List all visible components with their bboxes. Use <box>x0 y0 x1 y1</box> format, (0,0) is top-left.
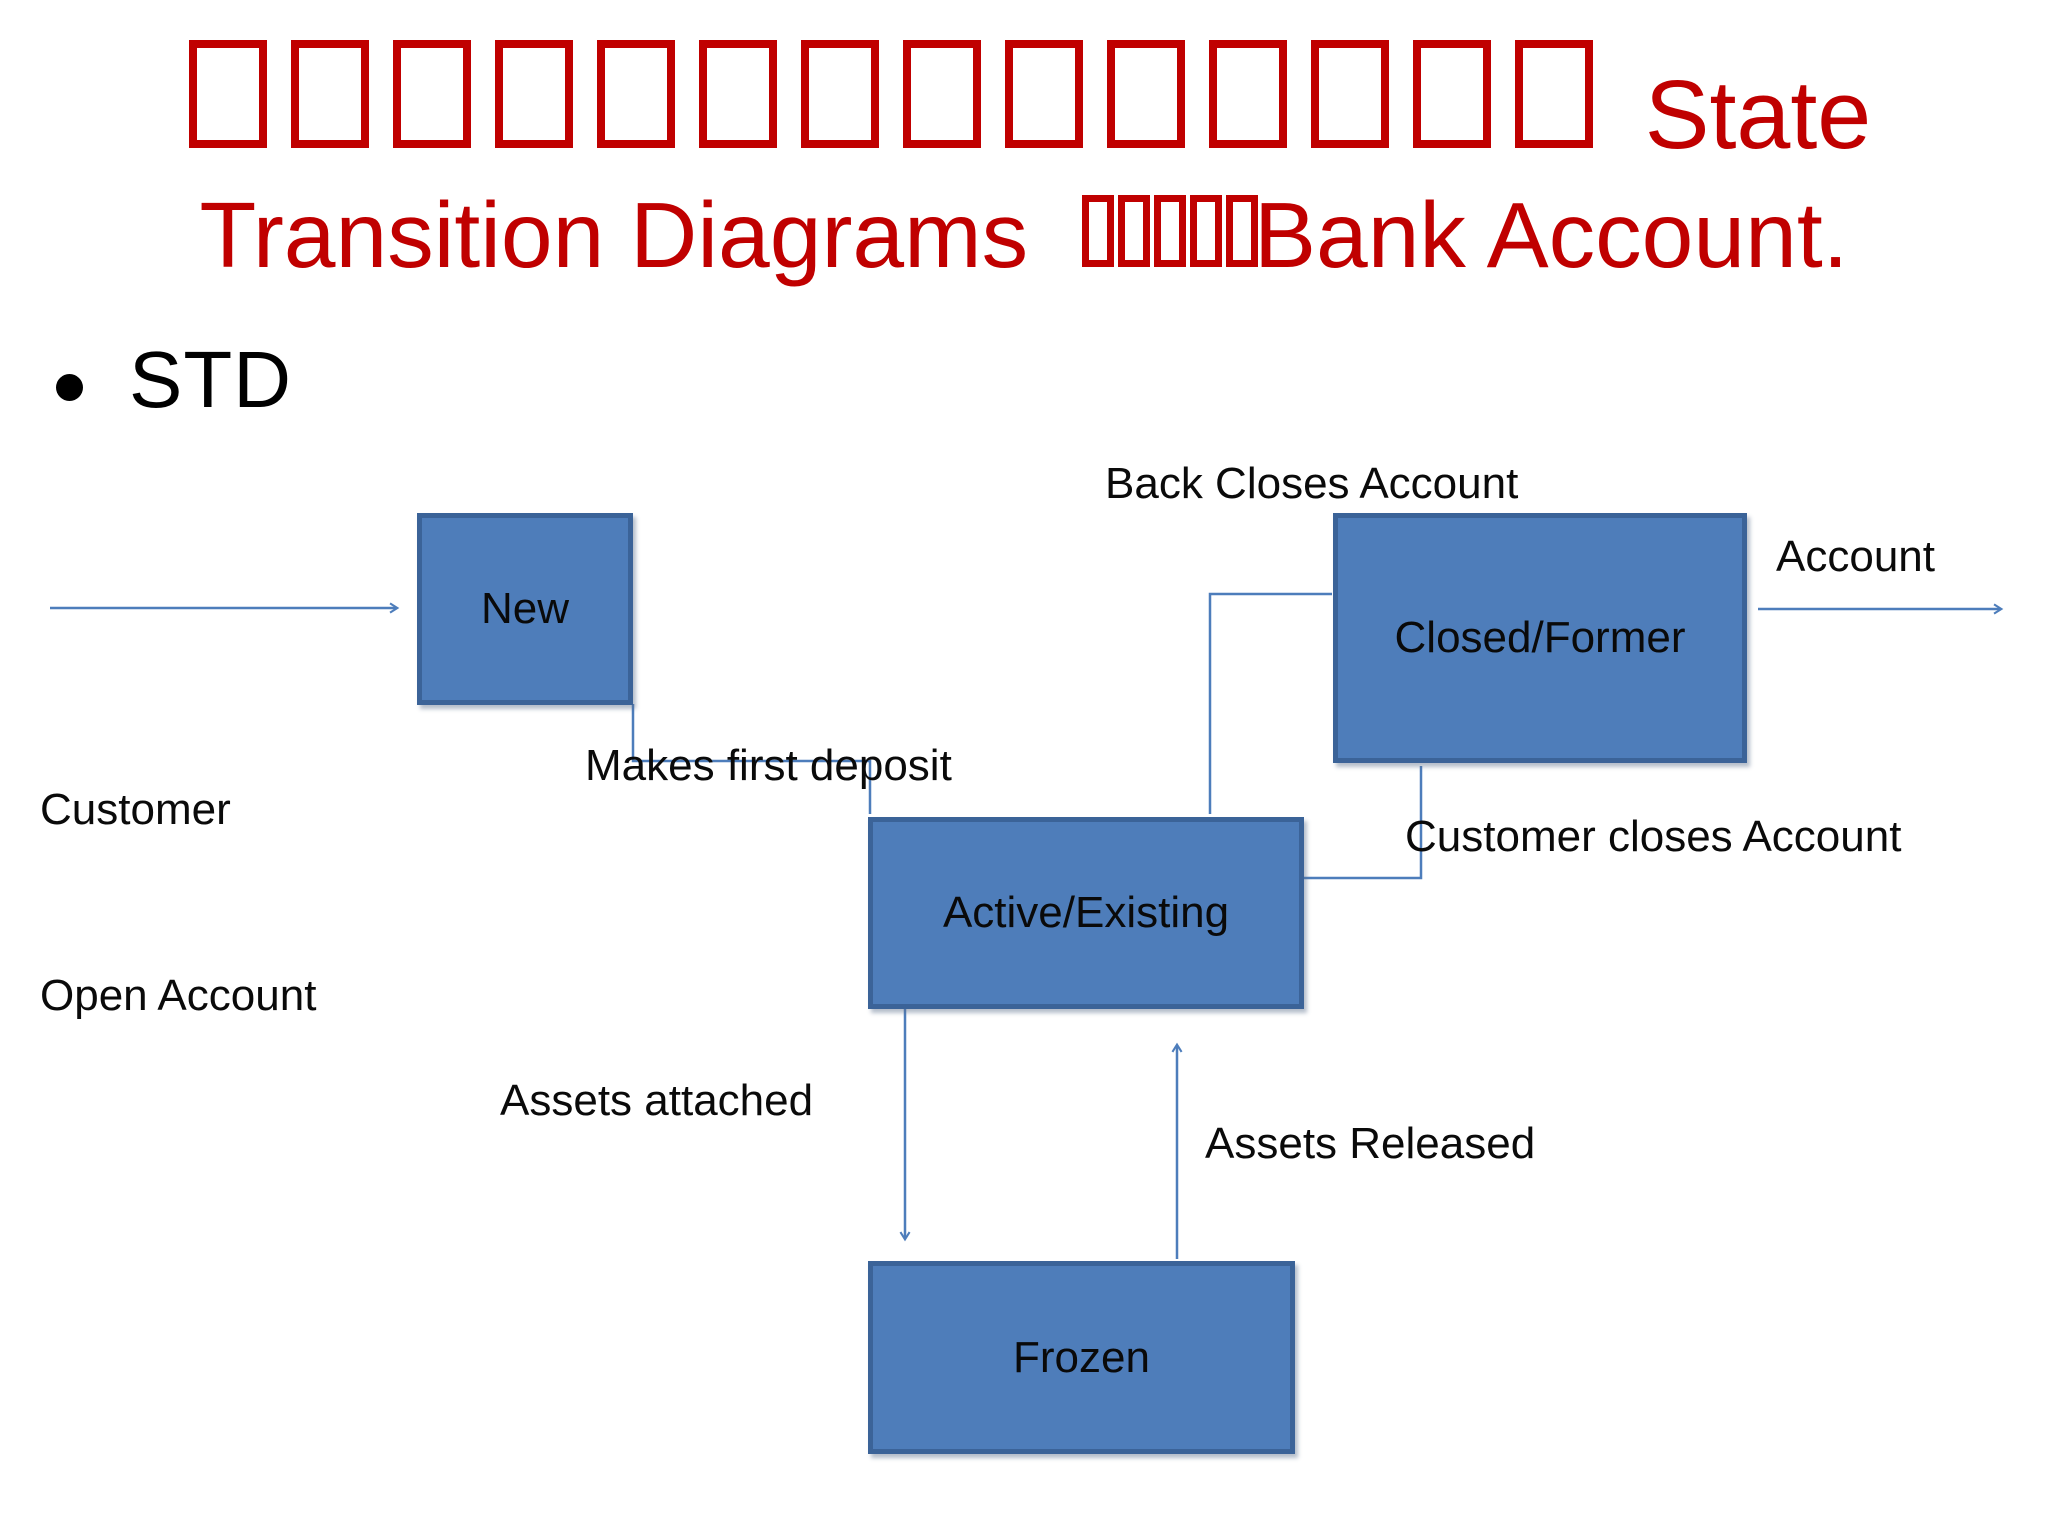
missing-glyph-boxes-row1 <box>177 40 1605 179</box>
missing-glyph-box <box>1106 40 1185 148</box>
label-account-exit: Account <box>1776 532 1935 581</box>
title-line1-text: State <box>1644 60 1872 169</box>
label-customer-open-account: Customer Open Account <box>40 655 316 1151</box>
state-active-existing: Active/Existing <box>868 817 1304 1009</box>
slide-title: State Transition Diagrams Bank Account. <box>0 40 2048 292</box>
missing-glyph-box <box>392 40 471 148</box>
missing-glyph-box <box>596 40 675 148</box>
label-assets-released: Assets Released <box>1205 1119 1536 1168</box>
missing-glyph-box <box>1189 195 1222 268</box>
missing-glyph-box <box>800 40 879 148</box>
missing-glyph-box <box>698 40 777 148</box>
missing-glyph-box <box>494 40 573 148</box>
state-active-label: Active/Existing <box>942 888 1230 937</box>
state-new: New <box>417 513 633 705</box>
label-makes-first-deposit: Makes first deposit <box>585 741 952 790</box>
missing-glyph-boxes-row2 <box>1080 179 1260 292</box>
title-line-2: Transition Diagrams Bank Account. <box>0 179 2048 292</box>
state-frozen: Frozen <box>868 1261 1295 1454</box>
label-customer-open-line1: Customer <box>40 785 231 834</box>
missing-glyph-box <box>1153 195 1186 268</box>
missing-glyph-box <box>902 40 981 148</box>
edge-makes-first-deposit <box>631 704 872 814</box>
missing-glyph-box <box>188 40 267 148</box>
label-customer-open-line2: Open Account <box>40 971 317 1020</box>
label-customer-closes-account: Customer closes Account <box>1405 812 1902 861</box>
title-line-1: State <box>0 40 2048 179</box>
title-line2-prefix: Transition Diagrams <box>199 183 1054 288</box>
missing-glyph-box <box>1225 195 1258 268</box>
bullet-label: STD <box>129 335 292 424</box>
edge-back-closes-account <box>1208 592 1332 814</box>
state-closed-former: Closed/Former <box>1333 513 1747 763</box>
title-line2-suffix: Bank Account. <box>1253 183 1849 288</box>
missing-glyph-box <box>1514 40 1593 148</box>
bullet-item: STD <box>56 340 292 420</box>
missing-glyph-box <box>1004 40 1083 148</box>
state-new-label: New <box>480 584 570 633</box>
missing-glyph-box <box>1117 195 1150 268</box>
state-closed-label: Closed/Former <box>1394 613 1686 662</box>
missing-glyph-box <box>290 40 369 148</box>
missing-glyph-box <box>1081 195 1114 268</box>
label-assets-attached: Assets attached <box>500 1076 814 1125</box>
missing-glyph-box <box>1208 40 1287 148</box>
bullet-dot-icon <box>56 373 83 401</box>
edge-customer-closes-account <box>1303 766 1423 880</box>
missing-glyph-box <box>1310 40 1389 148</box>
state-frozen-label: Frozen <box>1013 1332 1150 1382</box>
missing-glyph-box <box>1412 40 1491 148</box>
label-back-closes-account: Back Closes Account <box>1105 459 1519 508</box>
